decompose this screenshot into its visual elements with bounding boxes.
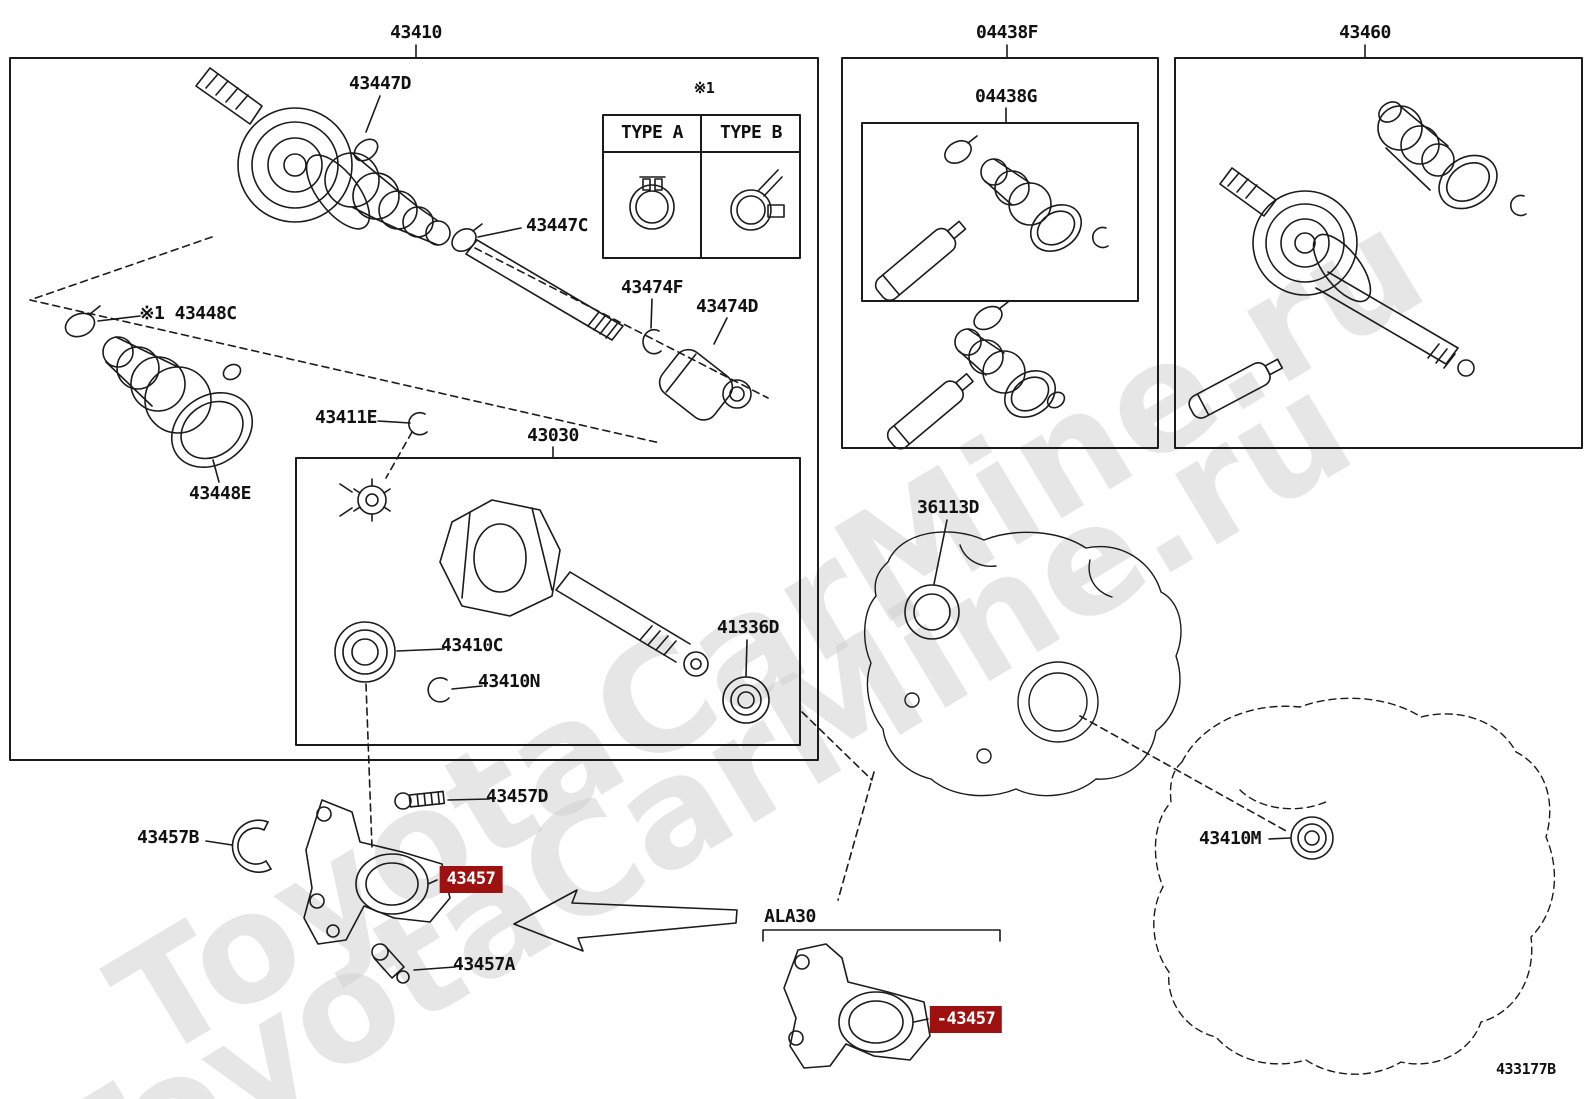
transaxle-case-2-drawing: [1153, 697, 1556, 1075]
inboard-clamp-43448C-drawing: [64, 305, 101, 338]
part-callout-43410M[interactable]: 43410M: [1198, 828, 1262, 849]
damper-43474D-drawing: [658, 348, 752, 421]
tripod-spider-drawing: [339, 478, 391, 522]
bolt-43457D-drawing: [394, 790, 446, 810]
part-callout-41336D[interactable]: 41336D: [716, 617, 780, 638]
leader-lines: [97, 95, 1291, 1023]
table-note-label: ※1: [693, 79, 715, 97]
bracket-ala30-drawing: [783, 943, 931, 1069]
outboard-joint-drawing: [195, 67, 371, 230]
bearing-43410C-drawing: [334, 621, 396, 683]
variant-label-ala30: ALA30: [764, 906, 816, 927]
part-callout-43410[interactable]: 43410: [390, 22, 442, 43]
part-callout-43030[interactable]: 43030: [527, 425, 579, 446]
outboard-boot-drawing: [324, 138, 451, 246]
direction-arrow: [513, 889, 738, 952]
part-callout-43474F[interactable]: 43474F: [620, 277, 684, 298]
inboard-joint-housing-drawing: [439, 499, 561, 617]
bearing-bracket-drawing: [303, 799, 451, 945]
boot-kit-lower-drawing: [886, 301, 1066, 450]
part-callout-43447C[interactable]: 43447C: [525, 215, 589, 236]
clamp-type-a-icon: [629, 176, 675, 230]
group-boxes: [9, 57, 1583, 761]
boot-kit-upper-drawing: [944, 135, 1109, 252]
part-callout-43448E[interactable]: 43448E: [188, 483, 252, 504]
part-callout-04438F[interactable]: 04438F: [975, 22, 1039, 43]
part-callout-43457A[interactable]: 43457A: [452, 954, 516, 975]
inboard-boot-43448E-drawing: [102, 336, 254, 469]
diagram-code: 433177B: [1496, 1060, 1556, 1078]
table-header-type-a: TYPE A: [620, 122, 684, 143]
part-callout-04438G[interactable]: 04438G: [974, 86, 1038, 107]
part-callout-43448C[interactable]: ※1 43448C: [139, 303, 237, 324]
axle-shaft-drawing: [465, 239, 624, 341]
seal-36113D-drawing: [904, 584, 960, 640]
selected-part-callout-43457[interactable]: 43457: [439, 866, 503, 893]
grease-tube-upper-drawing: [874, 220, 967, 302]
ring-41336D-drawing: [722, 676, 770, 724]
part-callout-43457B[interactable]: 43457B: [136, 827, 200, 848]
snap-ring-43411E-drawing: [408, 411, 428, 436]
table-header-type-b: TYPE B: [719, 122, 783, 143]
snap-ring-43410N-drawing: [427, 677, 450, 703]
clip-43457B-drawing: [231, 819, 272, 873]
inboard-shaft-drawing: [555, 571, 709, 677]
transaxle-case-drawing: [863, 531, 1182, 797]
part-callout-43447D[interactable]: 43447D: [348, 73, 412, 94]
assembly-dashed-lines: [29, 236, 1289, 901]
seal-43410M-drawing: [1290, 816, 1334, 860]
snap-ring-43474F-drawing: [642, 328, 662, 355]
stud-43457A-drawing: [371, 943, 410, 984]
part-callout-43457D[interactable]: 43457D: [485, 786, 549, 807]
selected-part-callout-43457-alt[interactable]: -43457: [929, 1006, 1003, 1033]
part-callout-43410N[interactable]: 43410N: [477, 671, 541, 692]
clamp-type-b-icon: [730, 169, 785, 231]
part-callout-36113D[interactable]: 36113D: [916, 497, 980, 518]
group-title-ticks: [415, 44, 1366, 459]
ala30-bracket-line: [762, 929, 1001, 942]
part-callout-43411E[interactable]: 43411E: [314, 407, 378, 428]
axle-43460-drawing: [1188, 101, 1527, 419]
part-callout-43474D[interactable]: 43474D: [695, 296, 759, 317]
part-callout-43460[interactable]: 43460: [1339, 22, 1391, 43]
part-callout-43410C[interactable]: 43410C: [440, 635, 504, 656]
